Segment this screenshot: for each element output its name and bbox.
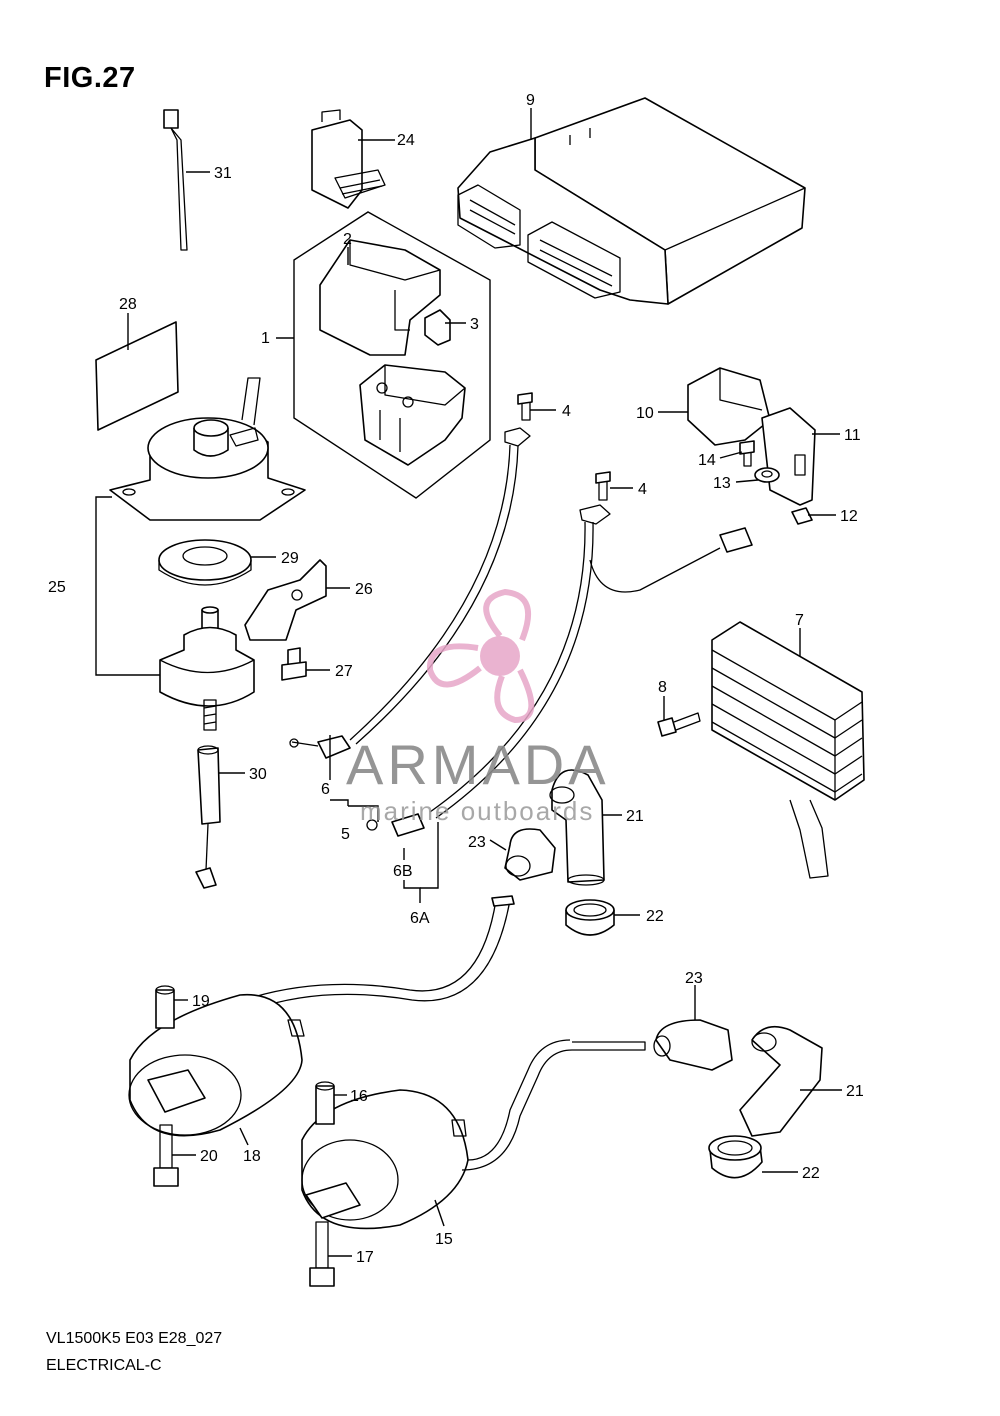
part-28-label	[95, 321, 179, 431]
footer-model-line: VL1500K5 E03 E28_027	[46, 1330, 223, 1347]
callout-29: 29	[281, 550, 299, 567]
footer-section: ELECTRICAL-C	[46, 1357, 162, 1374]
part-2-cover	[319, 239, 441, 356]
callout-4-lower: 4	[638, 481, 647, 498]
callout-16: 16	[350, 1088, 368, 1105]
callout-23-upper: 23	[468, 834, 486, 851]
part-20-bolt	[153, 1124, 179, 1187]
part-11-bracket	[761, 407, 816, 506]
callout-17: 17	[356, 1249, 374, 1266]
part-10-sensor	[687, 367, 771, 446]
part-8-bolt	[657, 712, 701, 737]
callout-23-lower: 23	[685, 970, 703, 987]
callout-14: 14	[698, 452, 716, 469]
callout-11: 11	[844, 427, 861, 444]
callout-31: 31	[214, 165, 232, 182]
part-13-grommet	[754, 467, 780, 483]
callout-24: 24	[397, 132, 415, 149]
part-17-bolt	[309, 1221, 335, 1287]
part-25-bracket-line	[95, 496, 160, 676]
callout-9: 9	[526, 92, 535, 109]
callout-10: 10	[636, 405, 654, 422]
part-3-fuse	[424, 309, 451, 346]
part-12-nut	[791, 507, 813, 525]
callout-12: 12	[840, 508, 858, 525]
part-9-ecm	[457, 97, 806, 305]
part-22-ring-lower	[708, 1135, 763, 1179]
figure-title: FIG.27	[44, 62, 136, 94]
callout-4-upper: 4	[562, 403, 571, 420]
part-6-cable	[289, 427, 531, 759]
callout-18: 18	[243, 1148, 261, 1165]
part-27-bolt	[281, 647, 307, 681]
callout-13: 13	[713, 475, 731, 492]
callout-labels: 31 24 9 2 3 1 28 4 4 10 11 14 13 12 25 2…	[48, 92, 864, 1266]
callout-21-upper: 21	[626, 808, 644, 825]
part-1-group-box	[293, 211, 491, 499]
watermark-tagline: marine outboards	[360, 796, 595, 826]
callout-6a: 6A	[410, 910, 430, 927]
part-18-ignition-coil	[128, 895, 515, 1137]
callout-28: 28	[119, 296, 137, 313]
part-25-assembly	[109, 377, 306, 521]
part-23-boot-lower	[653, 1019, 733, 1071]
callout-15: 15	[435, 1231, 453, 1248]
callout-30: 30	[249, 766, 267, 783]
part-7-regulator	[711, 621, 865, 879]
part-21-plug-cap-upper	[549, 769, 605, 886]
part-30-sensor-lead	[195, 745, 221, 889]
part-6b-cable	[366, 504, 753, 837]
part-31-cable-tie	[163, 109, 188, 251]
part-4-bolt-upper	[517, 392, 533, 421]
callout-22-upper: 22	[646, 908, 664, 925]
part-15-ignition-coil	[301, 1039, 646, 1230]
callout-7: 7	[795, 612, 804, 629]
callout-1: 1	[261, 330, 270, 347]
part-22-ring-upper	[565, 899, 615, 936]
part-16-spacer	[315, 1081, 335, 1125]
callout-22-lower: 22	[802, 1165, 820, 1182]
part-29-gasket	[158, 539, 252, 586]
part-26-bracket	[244, 559, 327, 641]
starter-relay-body	[359, 364, 466, 466]
part-21-plug-cap-lower	[739, 1025, 823, 1137]
callout-6: 6	[321, 781, 330, 798]
part-23-boot-upper	[504, 828, 556, 881]
callout-5: 5	[341, 826, 350, 843]
callout-8: 8	[658, 679, 667, 696]
sensor-base	[159, 606, 255, 731]
callout-3: 3	[470, 316, 479, 333]
part-14-bolt	[739, 440, 755, 467]
callout-26: 26	[355, 581, 373, 598]
callout-25: 25	[48, 579, 66, 596]
callout-27: 27	[335, 663, 353, 680]
watermark-logo	[426, 588, 535, 724]
callout-20: 20	[200, 1148, 218, 1165]
part-4-bolt-lower	[595, 471, 611, 501]
callout-2: 2	[343, 231, 352, 248]
leader-lines	[127, 108, 842, 1257]
callout-21-lower: 21	[846, 1083, 864, 1100]
watermark-name: ARMADA	[346, 733, 610, 796]
part-19-spacer	[155, 985, 175, 1029]
part-24-relay	[311, 109, 386, 209]
callout-19: 19	[192, 993, 210, 1010]
callout-6b: 6B	[393, 863, 413, 880]
